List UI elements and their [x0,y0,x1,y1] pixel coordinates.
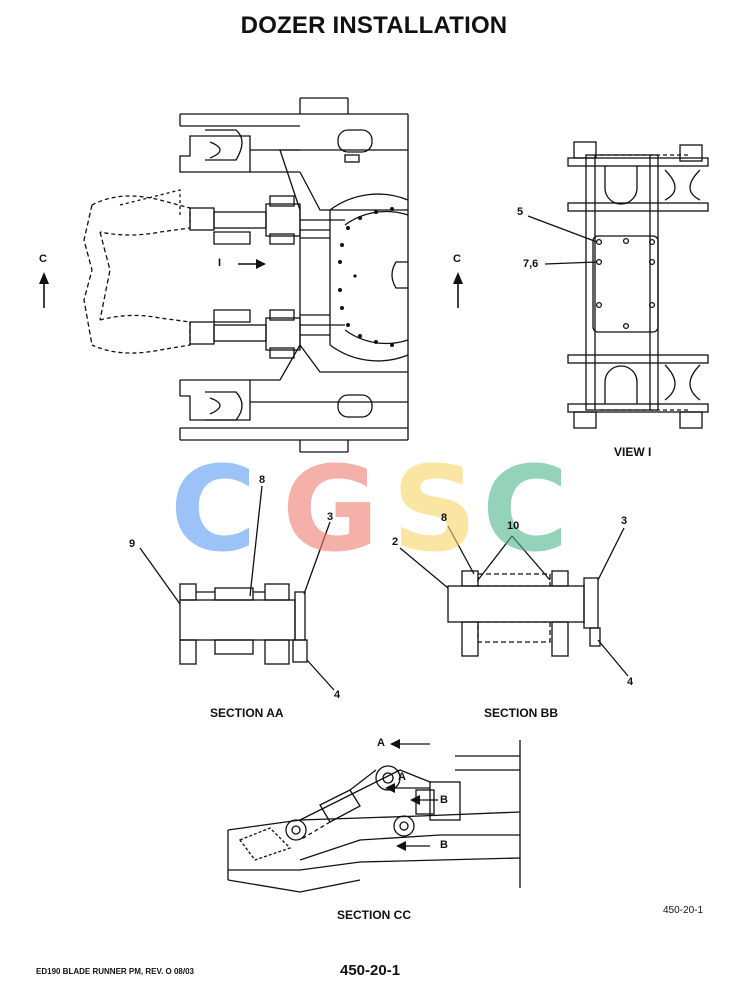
top-view-drawing [39,97,463,453]
section-aa-drawing [139,485,335,691]
section-aa-callout-3: 3 [327,511,334,523]
section-aa-callout-9: 9 [129,538,136,550]
section-bb-callout-10: 10 [507,520,520,532]
left-view-arrow-label: C [39,253,47,265]
section-bb-callout-2: 2 [392,536,399,548]
section-bb-callout-4: 4 [627,676,634,688]
watermark-letter-c2: C [482,440,569,578]
page-title: DOZER INSTALLATION [240,12,508,39]
right-view-arrow-label: C [453,253,461,265]
section-cc-drawing [227,739,521,893]
section-cc-arrow-b-upper: B [440,794,448,806]
section-cc-caption: SECTION CC [337,908,412,922]
section-bb-caption: SECTION BB [484,706,559,720]
footer-document-info: ED190 BLADE RUNNER PM, REV. O 08/03 [36,967,194,976]
section-cc-arrow-a-lower: A [398,771,406,783]
section-aa-callout-4: 4 [334,689,341,701]
section-cc-arrow-a-upper: A [377,737,385,749]
section-aa-caption: SECTION AA [210,706,284,720]
section-bb-callout-8: 8 [441,512,448,524]
view-i-arrow-label: I [218,257,222,269]
view-i-drawing [527,141,709,429]
section-aa-callout-8: 8 [259,474,266,486]
section-cc-arrow-b-lower: B [440,839,448,851]
footer-page-number: 450-20-1 [340,962,401,979]
section-bb-callout-3: 3 [621,515,628,527]
watermark-letter-s: S [392,440,477,578]
view-i-callout-7-6: 7,6 [523,258,539,270]
section-bb-drawing [399,525,629,677]
figure-reference: 450-20-1 [663,905,704,916]
watermark-letter-g: G [282,440,379,578]
watermark-letter-c1: C [170,440,257,578]
view-i-callout-5: 5 [517,206,524,218]
view-i-caption: VIEW I [614,445,652,459]
